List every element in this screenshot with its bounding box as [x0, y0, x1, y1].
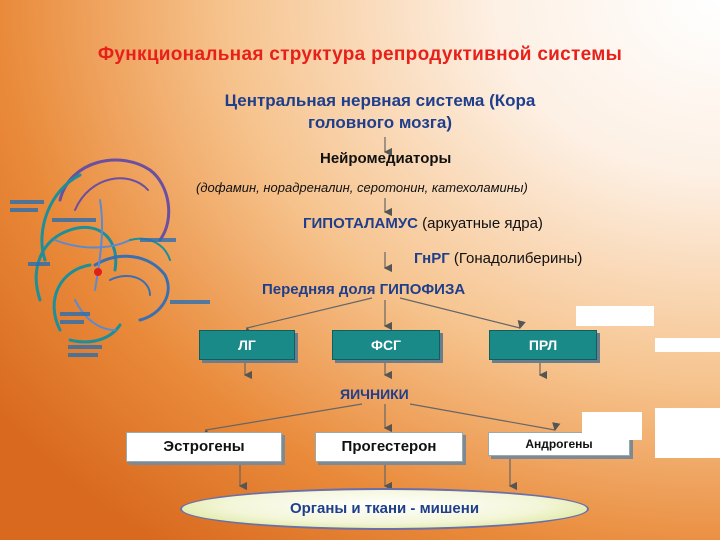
- blank-panel-4: [655, 408, 720, 458]
- neurotransmitters-list: (дофамин, норадреналин, серотонин, катех…: [196, 180, 528, 195]
- neurotransmitters-label: Нейромедиаторы: [320, 150, 452, 167]
- blank-panel-1: [576, 306, 654, 326]
- fsh-box: ФСГ: [332, 330, 440, 360]
- arrow-ovary-estro: [203, 403, 363, 438]
- page-title: Функциональная структура репродуктивной …: [97, 44, 623, 65]
- arrow-ovary-andro: [409, 403, 561, 432]
- gnrh-label: ГнРГ (Гонадолиберины): [414, 250, 582, 267]
- gnrh-detail: (Гонадолиберины): [449, 250, 583, 267]
- hypothalamus-detail: (аркуатные ядра): [417, 215, 543, 232]
- target-organs-oval: Органы и ткани - мишени: [180, 488, 589, 530]
- gnrh-name: ГнРГ: [414, 250, 450, 267]
- estrogens-box: Эстрогены: [126, 432, 282, 462]
- hypothalamus-label: ГИПОТАЛАМУС (аркуатные ядра): [303, 214, 553, 233]
- pituitary-label: Передняя доля ГИПОФИЗА: [262, 281, 466, 298]
- prl-box: ПРЛ: [489, 330, 597, 360]
- progesterone-box: Прогестерон: [315, 432, 463, 462]
- lh-box: ЛГ: [199, 330, 295, 360]
- ovaries-label: ЯИЧНИКИ: [340, 386, 409, 402]
- blank-panel-3: [582, 412, 642, 440]
- arrow-pit-lh: [244, 297, 373, 336]
- arrow-pit-prl: [399, 297, 526, 330]
- hypothalamus-name: ГИПОТАЛАМУС: [303, 215, 418, 232]
- cns-label: Центральная нервная система (Кора головн…: [224, 91, 536, 132]
- blank-panel-2: [655, 338, 720, 352]
